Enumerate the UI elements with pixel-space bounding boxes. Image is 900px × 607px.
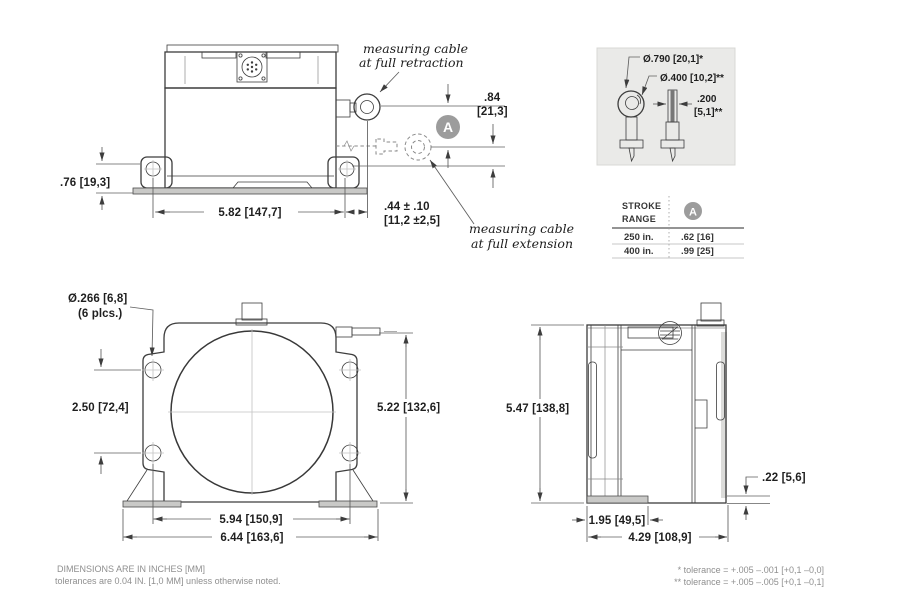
- drum-seal-icon: [658, 321, 682, 345]
- dim-holes-line2: (6 plcs.): [78, 308, 122, 320]
- eyelet-front-icon: [617, 90, 645, 163]
- connector-icon: [236, 51, 268, 83]
- cable-exit-icon: [335, 326, 397, 338]
- dim-594: 5.94 [150,9]: [219, 514, 282, 526]
- side-elevation-dimensions: [96, 71, 505, 225]
- dim-44-mm: [11,2 ±2,5]: [384, 215, 440, 227]
- dim-eyelet-id: Ø.400 [10,2]**: [660, 73, 724, 84]
- dim-76: .76 [19,3]: [60, 177, 110, 189]
- footnote-tolerance-line1: * tolerance = +.005 –.001 [+0,1 –0,0]: [678, 565, 824, 575]
- dim-22: .22 [5,6]: [762, 472, 806, 484]
- front-plate-outline: [122, 322, 378, 508]
- side-base-bracket: [586, 495, 649, 504]
- side-dimensions: [531, 324, 770, 542]
- dim-429: 4.29 [108,9]: [628, 532, 691, 544]
- retraction-leader-arrow: [379, 71, 400, 93]
- cable-eyelet-extended-icon: [336, 133, 432, 161]
- table-row1-range: 250 in.: [624, 232, 654, 243]
- dim-195: 1.95 [49,5]: [589, 515, 646, 527]
- dim-thickness-in: .200: [697, 94, 717, 105]
- extension-leader-arrow: [429, 159, 475, 225]
- dim-644: 6.44 [163,6]: [220, 532, 283, 544]
- retraction-label-line2: at full retraction: [359, 55, 464, 70]
- dim-eyelet-od: Ø.790 [20,1]*: [643, 54, 703, 65]
- table-badge-a: A: [684, 202, 702, 220]
- table-row1-value: .62 [16]: [681, 232, 714, 243]
- table-header-line2: RANGE: [622, 214, 656, 224]
- inset-dimension-lines: [624, 56, 692, 107]
- label-plate: [627, 326, 674, 339]
- cable-tip-inset: Ø.790 [20,1]* Ø.400 [10,2]** .200 [5,1]*…: [596, 47, 736, 166]
- extension-label-line1: measuring cable: [469, 221, 574, 236]
- side-elevation-view: A measuring cable at full retraction mea…: [60, 41, 574, 251]
- dim-522: 5.22 [132,6]: [377, 402, 440, 414]
- table-badge-a-letter: A: [689, 207, 697, 219]
- dim-250: 2.50 [72,4]: [72, 402, 129, 414]
- stroke-badge-a: A: [436, 115, 460, 139]
- footnote-units-line1: DIMENSIONS ARE IN INCHES [MM]: [57, 564, 205, 574]
- dim-84-mm: [21,3]: [477, 106, 508, 118]
- dim-84-in: .84: [484, 92, 501, 104]
- table-row2-range: 400 in.: [624, 246, 654, 257]
- dim-582: 5.82 [147,7]: [218, 207, 281, 219]
- side-body-outline: [586, 324, 727, 504]
- front-mounting-holes: [142, 359, 361, 464]
- front-base-right: [318, 500, 378, 508]
- dim-547: 5.47 [138,8]: [506, 403, 569, 415]
- base-plate: [132, 187, 368, 195]
- dim-44-in: .44 ± .10: [384, 201, 430, 213]
- front-dimensions: [94, 306, 413, 543]
- table-row2-value: .99 [25]: [681, 246, 714, 257]
- footnote-tolerance-line2: ** tolerance = +.005 –.005 [+0,1 –0,1]: [674, 577, 824, 587]
- badge-a-letter: A: [443, 119, 453, 135]
- extension-label-line2: at full extension: [471, 236, 573, 251]
- front-view: Ø.266 [6,8] (6 plcs.) 2.50 [72,4] 5.22 […: [68, 293, 440, 544]
- mounting-feet: [132, 156, 368, 195]
- cable-eyelet-retracted-icon: [335, 93, 381, 121]
- stroke-range-table: STROKE RANGE A 250 in. .62 [16] 400 in. …: [612, 196, 744, 259]
- side-connector-icon: [696, 302, 725, 327]
- table-header-line1: STROKE: [622, 201, 661, 211]
- dim-holes-line1: Ø.266 [6,8]: [68, 293, 127, 305]
- eyelet-side-icon: [660, 89, 685, 163]
- badge-a-circle: [436, 115, 460, 139]
- footnote-units-line2: tolerances are 0.04 IN. [1,0 MM] unless …: [55, 576, 281, 586]
- footnotes: DIMENSIONS ARE IN INCHES [MM] tolerances…: [55, 564, 824, 587]
- table-badge-a-circle: [684, 202, 702, 220]
- retraction-label-line1: measuring cable: [363, 41, 468, 56]
- side-view: 5.47 [138,8] 1.95 [49,5] 4.29 [108,9] .2…: [506, 302, 806, 544]
- front-connector-icon: [235, 302, 268, 326]
- dim-thickness-mm: [5,1]**: [694, 107, 722, 118]
- front-base-left: [122, 500, 182, 508]
